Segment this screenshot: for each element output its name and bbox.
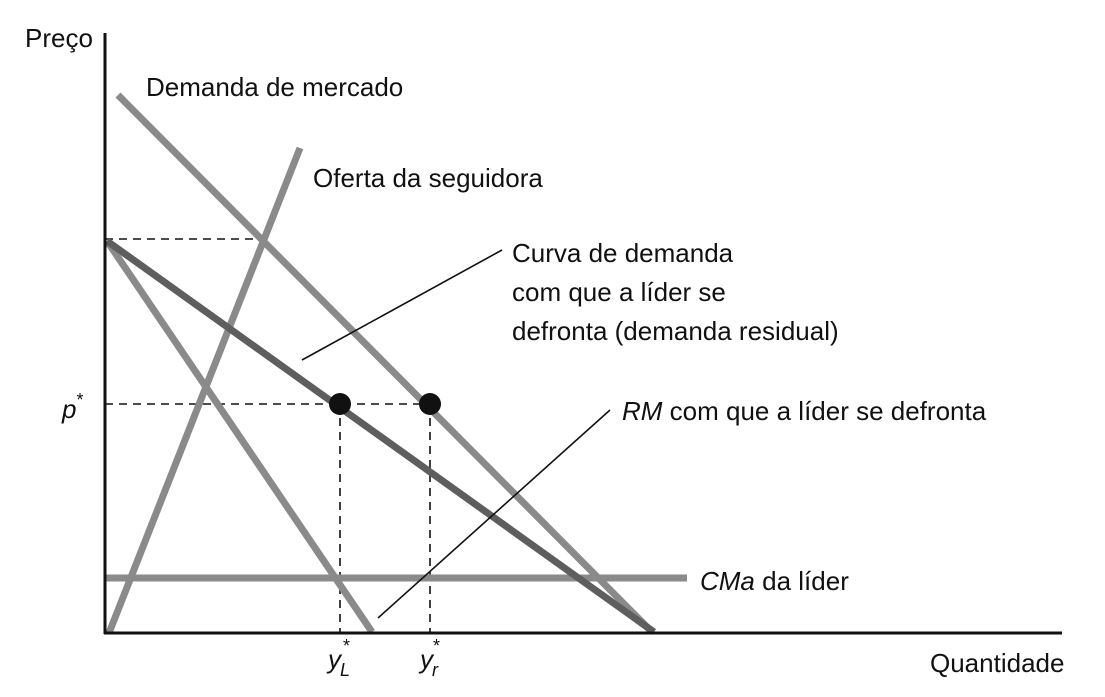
y-axis-label: Preço <box>25 23 93 53</box>
residual-demand-label-line1: Curva de demanda <box>512 238 734 268</box>
marginal-cost-label: CMa da líder <box>700 566 849 596</box>
p-star-label: p* <box>61 390 83 424</box>
marginal-revenue-pointer <box>377 409 611 619</box>
yL-star-mark: * <box>343 636 350 656</box>
follower-supply-label: Oferta da seguidora <box>313 163 543 193</box>
market-demand-label: Demanda de mercado <box>146 72 403 102</box>
residual-demand-curve <box>104 238 657 635</box>
x-axis-label: Quantidade <box>930 648 1064 678</box>
yr-star-label: yr <box>418 644 439 680</box>
residual-demand-label-line2: com que a líder se <box>512 277 726 307</box>
residual-demand-label-line3: defronta (demanda residual) <box>512 316 839 346</box>
residual-demand-pointer <box>301 249 503 361</box>
marginal-revenue-label: RM com que a líder se defronta <box>622 396 987 426</box>
yL-star-label: yL <box>326 644 350 680</box>
market-output-point <box>419 393 441 415</box>
leader-marginal-revenue-curve <box>104 239 375 634</box>
yr-star-mark: * <box>433 636 440 656</box>
leader-output-point <box>329 393 351 415</box>
market-demand-curve <box>115 92 655 635</box>
